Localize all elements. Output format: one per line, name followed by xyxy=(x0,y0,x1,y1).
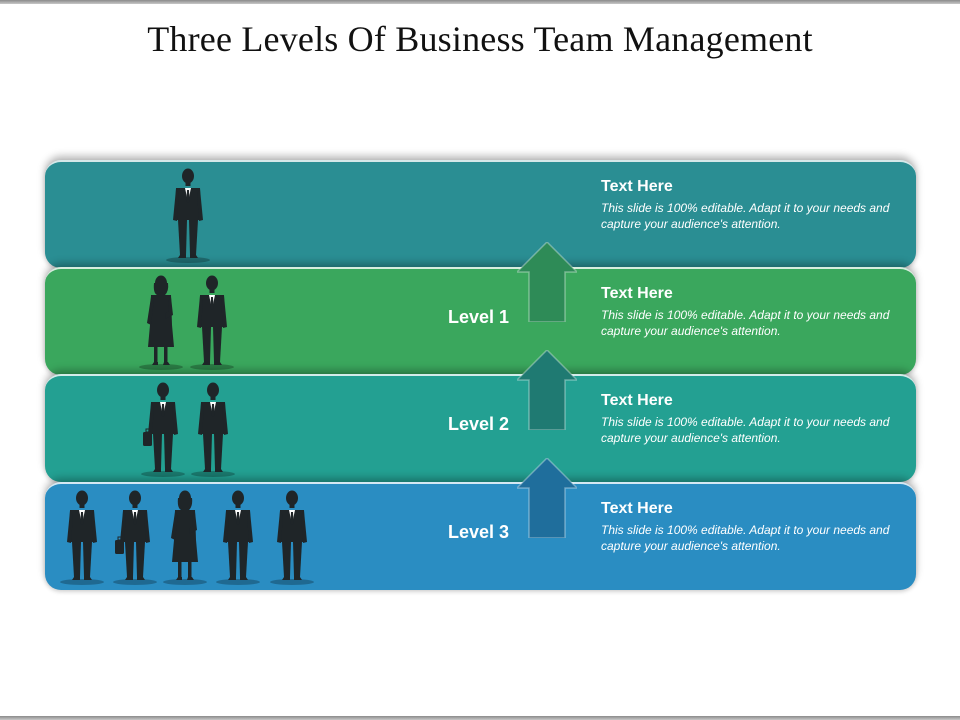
man-silhouette-icon xyxy=(166,168,210,263)
people-silhouettes xyxy=(139,275,234,370)
people-silhouettes xyxy=(60,490,314,585)
level-label: Level 1 xyxy=(448,307,510,327)
man-silhouette-icon xyxy=(190,275,234,370)
band-heading: Text Here xyxy=(601,178,673,195)
top-border xyxy=(0,0,960,4)
band-body-text: This slide is 100% editable. Adapt it to… xyxy=(601,201,890,231)
man-silhouette-icon xyxy=(270,490,314,585)
man-silhouette-icon xyxy=(113,490,157,585)
band-body-text: This slide is 100% editable. Adapt it to… xyxy=(601,523,890,553)
woman-silhouette-icon xyxy=(139,275,183,370)
man-silhouette-icon xyxy=(141,382,185,477)
man-silhouette-icon xyxy=(191,382,235,477)
up-arrow-icon xyxy=(517,242,577,322)
band-top: Text Here This slide is 100% editable. A… xyxy=(45,160,916,268)
band-level-1: Level 1 Text Here This slide is 100% edi… xyxy=(45,267,916,375)
band-level-2: Level 2 Text Here This slide is 100% edi… xyxy=(45,374,916,482)
band-heading: Text Here xyxy=(601,392,673,409)
band-heading: Text Here xyxy=(601,500,673,517)
level-label: Level 2 xyxy=(448,414,510,434)
up-arrow-icon xyxy=(517,458,577,538)
woman-silhouette-icon xyxy=(163,490,207,585)
man-silhouette-icon xyxy=(60,490,104,585)
band-body-text: This slide is 100% editable. Adapt it to… xyxy=(601,308,890,338)
band-level-3: Level 3 Text Here This slide is 100% edi… xyxy=(45,482,916,590)
slide-title: Three Levels Of Business Team Management xyxy=(147,19,813,59)
level-label: Level 3 xyxy=(448,522,510,542)
people-silhouettes xyxy=(141,382,235,477)
bottom-border xyxy=(0,716,960,720)
people-silhouettes xyxy=(166,168,210,263)
band-heading: Text Here xyxy=(601,285,673,302)
band-body-text: This slide is 100% editable. Adapt it to… xyxy=(601,415,890,445)
man-silhouette-icon xyxy=(216,490,260,585)
up-arrow-icon xyxy=(517,350,577,430)
